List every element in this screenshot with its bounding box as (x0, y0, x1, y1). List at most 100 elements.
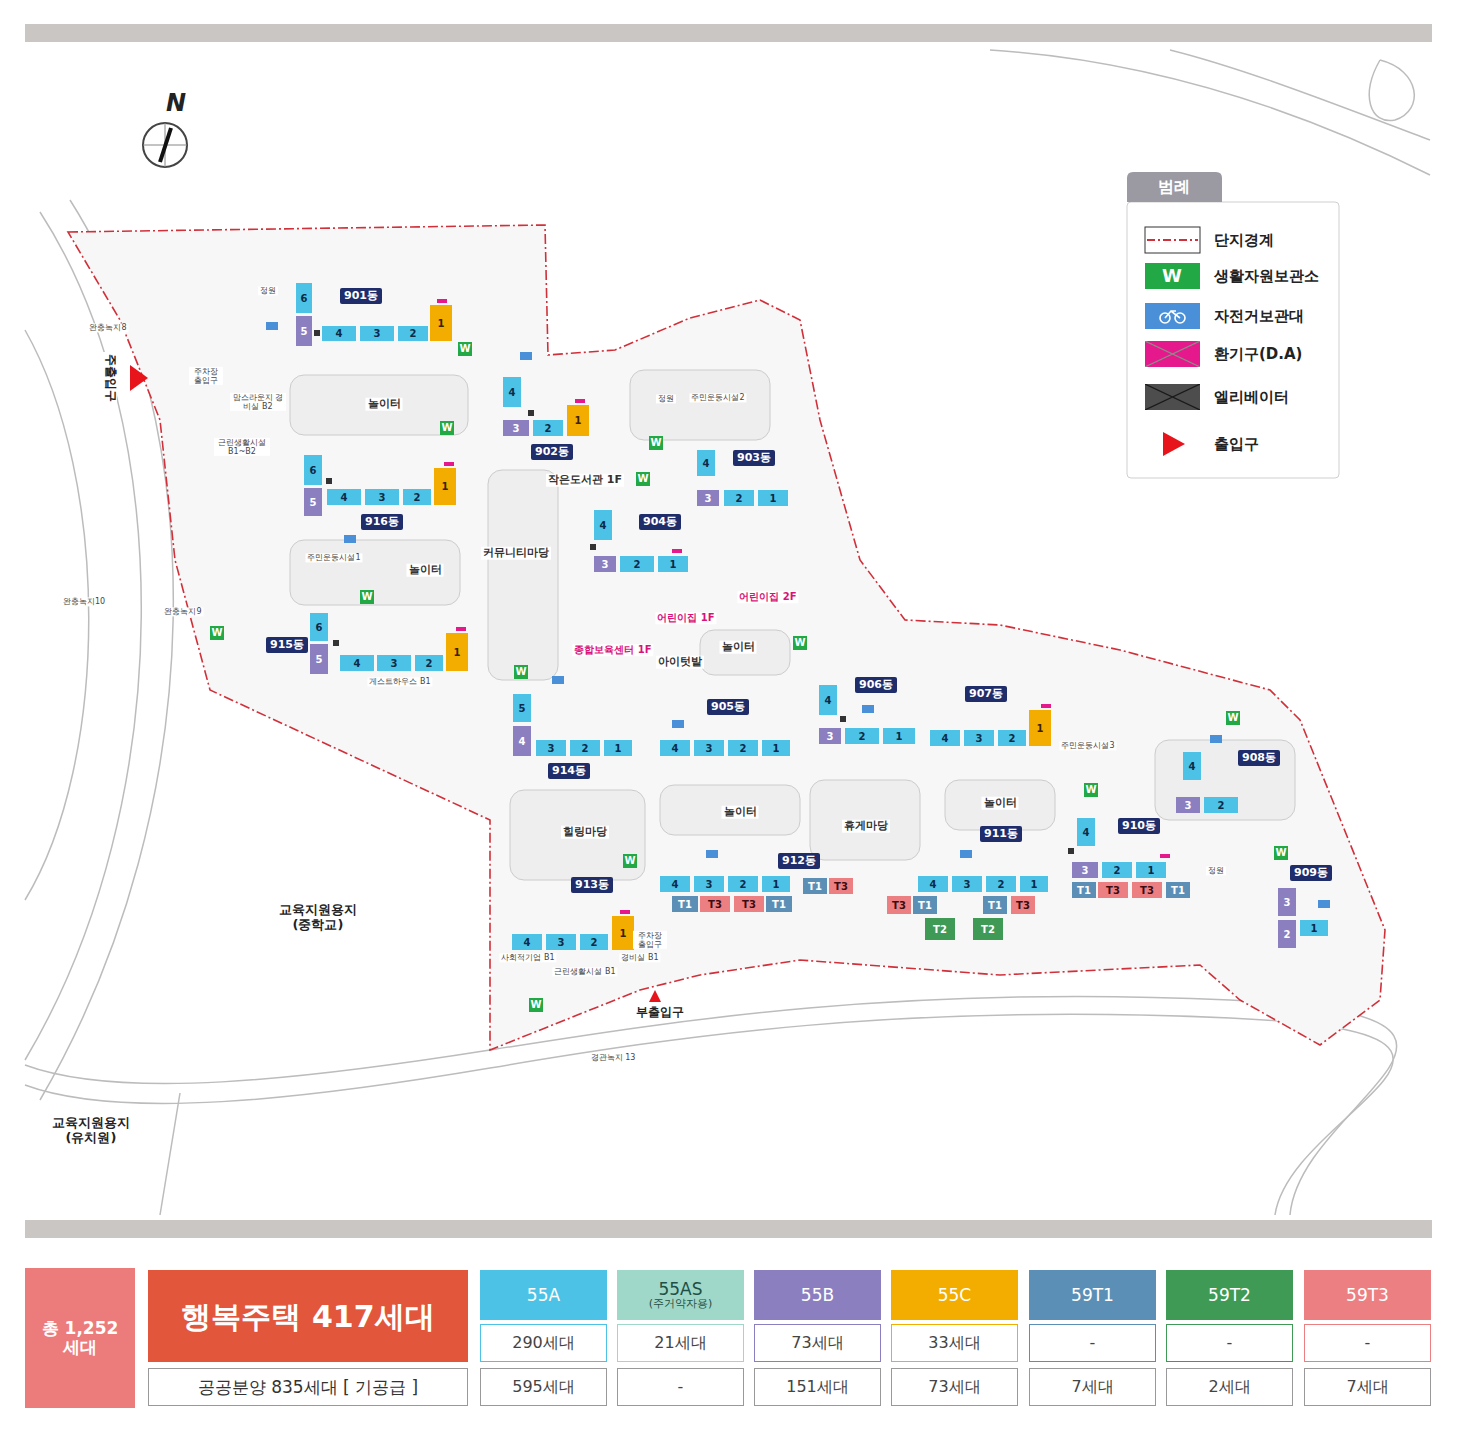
vent-mark (1041, 704, 1051, 708)
facility-label: 근린생활시설 B1 (552, 967, 617, 976)
node-text: 1 (773, 879, 780, 890)
count-cell: 7세대 (1304, 1368, 1431, 1406)
unit-segment: 6 (304, 455, 322, 485)
count-cell: 33세대 (891, 1324, 1018, 1362)
recycling-icon: W (623, 854, 637, 868)
node-text: - (1227, 1334, 1233, 1352)
building-label: 916동 (361, 514, 403, 530)
node-text: 1 (1037, 723, 1044, 734)
courtyard (945, 780, 1055, 830)
legend-label: 자전거보관대 (1214, 307, 1304, 325)
node-text: 2세대 (1208, 1378, 1250, 1396)
node-text: 59T2 (1208, 1286, 1251, 1305)
unit-segment: 3 (694, 876, 724, 892)
node-text: T3 (742, 899, 756, 910)
unit-segment: 3 (365, 489, 399, 505)
node-text: 4 (524, 937, 531, 948)
node-text: - (1365, 1334, 1371, 1352)
place-label: 놀이터 (722, 806, 759, 819)
node-text: 2 (634, 559, 641, 570)
facility-label: 주차장 출입구 (189, 367, 223, 385)
recycling-icon: W (636, 472, 650, 486)
vent-mark (456, 627, 466, 631)
unit-segment: 4 (660, 740, 690, 756)
unit-segment: 3 (1278, 888, 1296, 916)
unit-segment: 1 (567, 405, 589, 436)
node-text: 3 (513, 423, 520, 434)
unit-segment: 2 (620, 556, 654, 572)
unit-segment: T2 (925, 918, 955, 940)
node-text: 5 (316, 654, 323, 665)
unit-segment: T3 (734, 896, 764, 912)
courtyard (810, 780, 920, 860)
node-text: 151세대 (786, 1378, 849, 1396)
unit-segment: 1 (1020, 876, 1048, 892)
node-text: 4 (825, 695, 832, 706)
node-text: 4 (942, 733, 949, 744)
courtyard (630, 370, 770, 440)
node-text: 903동 (737, 452, 771, 464)
building-label: 913동 (571, 877, 613, 893)
node-text: 916동 (365, 516, 399, 528)
building-label: 906동 (855, 677, 897, 693)
unit-segment: T1 (766, 896, 792, 912)
node-text: 5 (519, 703, 526, 714)
unit-segment: 4 (819, 685, 837, 715)
road-line (25, 212, 141, 1060)
facility-label: 근린생활시설 B1~B2 (214, 438, 270, 456)
type-header: 59T2 (1166, 1270, 1293, 1320)
elevator-mark (590, 544, 596, 550)
unit-segment: 1 (883, 728, 915, 744)
elevator-mark (314, 330, 320, 336)
unit-segment: 2 (403, 489, 431, 505)
land-use-label: 교육지원용지 (유치원) (41, 1116, 141, 1146)
node-text: 59T1 (1071, 1286, 1114, 1305)
unit-segment: 3 (503, 420, 529, 436)
elevator-cross (1145, 384, 1200, 410)
unit-segment: T1 (983, 896, 1007, 914)
building-label: 910동 (1118, 818, 1160, 834)
node-text: 5 (310, 497, 317, 508)
elevator-mark (528, 410, 534, 416)
unit-segment: T1 (803, 878, 827, 894)
unit-segment: 5 (304, 488, 322, 516)
node-text: 2 (545, 423, 552, 434)
facility-label: 완충녹지10 (61, 597, 107, 606)
node-text: 3 (976, 733, 983, 744)
compass-cross (143, 123, 187, 167)
unit-segment: T3 (1098, 882, 1128, 898)
node-text: 1 (442, 481, 449, 492)
unit-segment: 4 (340, 655, 374, 671)
facility-label: 어린이집 1F (655, 612, 716, 624)
bike-rack (862, 705, 874, 713)
facility-label: 주민운동시설1 (305, 553, 362, 562)
unit-segment: 4 (503, 377, 521, 407)
recycling-icon: W (1226, 711, 1240, 725)
node-text: 21세대 (654, 1334, 706, 1352)
node-text: 904동 (643, 516, 677, 528)
unit-segment: T3 (1132, 882, 1162, 898)
unit-segment: 3 (536, 740, 566, 756)
building-label: 911동 (980, 826, 1022, 842)
place-label: 놀이터 (366, 398, 403, 411)
node-text: 2 (582, 743, 589, 754)
bike-rack (552, 676, 564, 684)
node-text: 3 (964, 879, 971, 890)
node-text: 595세대 (512, 1378, 575, 1396)
node-text: 6 (316, 622, 323, 633)
legend-swatch (1145, 384, 1200, 410)
legend-label: 환기구(D.A) (1214, 345, 1302, 363)
node-text: T3 (834, 881, 848, 892)
unit-segment: 1 (658, 556, 688, 572)
node-text: T3 (892, 900, 906, 911)
unit-segment: 3 (819, 728, 841, 744)
elevator-mark (333, 640, 339, 646)
node-text: 4 (600, 520, 607, 531)
unit-segment: 3 (1072, 862, 1098, 878)
legend-label: 출입구 (1214, 435, 1259, 453)
building-label: 912동 (778, 853, 820, 869)
unit-segment: T2 (973, 918, 1003, 940)
unit-segment: 5 (296, 316, 312, 346)
unit-segment: 2 (1204, 797, 1238, 813)
node-text: 행복주택 417세대 (181, 1300, 434, 1333)
